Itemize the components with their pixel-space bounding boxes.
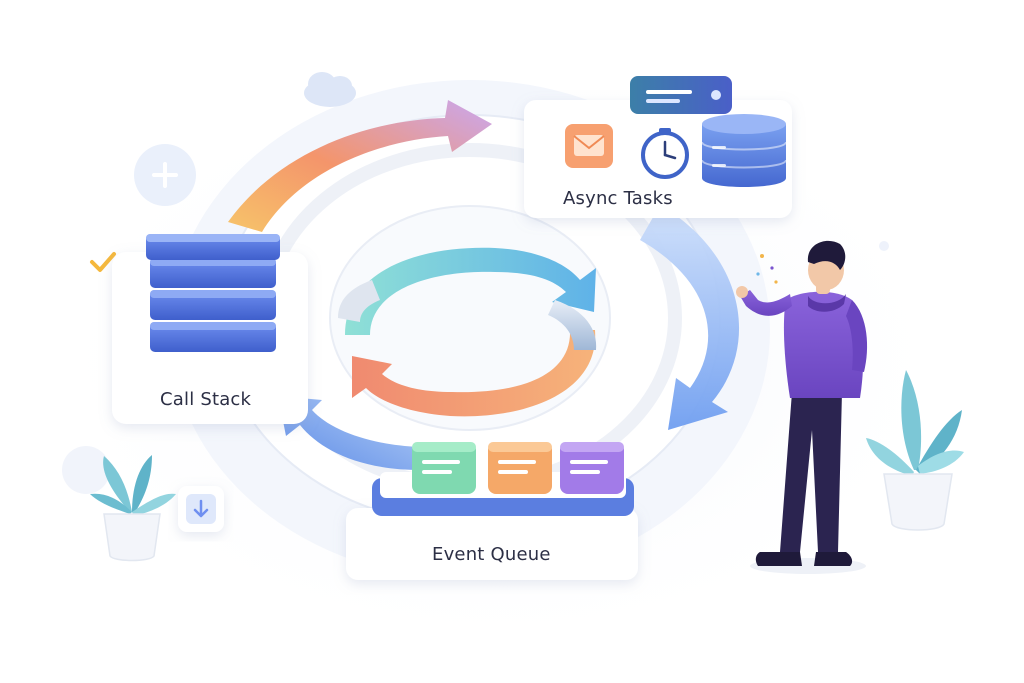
inner-loop-arrows bbox=[338, 247, 597, 417]
clock-icon bbox=[641, 128, 689, 179]
call-stack-label: Call Stack bbox=[160, 389, 252, 410]
queue-card-purple bbox=[560, 442, 624, 494]
stack-blocks bbox=[146, 234, 280, 352]
arc-to-call-stack bbox=[278, 396, 420, 470]
plant-left bbox=[90, 455, 176, 562]
person-figure bbox=[736, 240, 868, 574]
sparkles bbox=[62, 241, 889, 494]
arc-to-event-queue bbox=[640, 205, 740, 430]
queue-card-green bbox=[412, 442, 476, 494]
cloud-icon bbox=[304, 72, 356, 107]
event-queue-panel bbox=[346, 442, 638, 580]
call-stack-panel bbox=[112, 234, 308, 424]
arc-to-async-tasks bbox=[228, 100, 492, 232]
async-tasks-label: Async Tasks bbox=[563, 188, 673, 209]
plant-right bbox=[866, 370, 964, 531]
check-icon bbox=[90, 252, 116, 272]
queue-card-orange bbox=[488, 442, 552, 494]
plus-icon bbox=[134, 144, 196, 206]
database-icon bbox=[701, 114, 787, 187]
event-queue-label: Event Queue bbox=[432, 544, 551, 565]
async-tasks-panel bbox=[524, 76, 792, 218]
download-icon bbox=[178, 486, 224, 532]
mail-icon bbox=[565, 124, 613, 168]
task-pill bbox=[630, 76, 732, 114]
